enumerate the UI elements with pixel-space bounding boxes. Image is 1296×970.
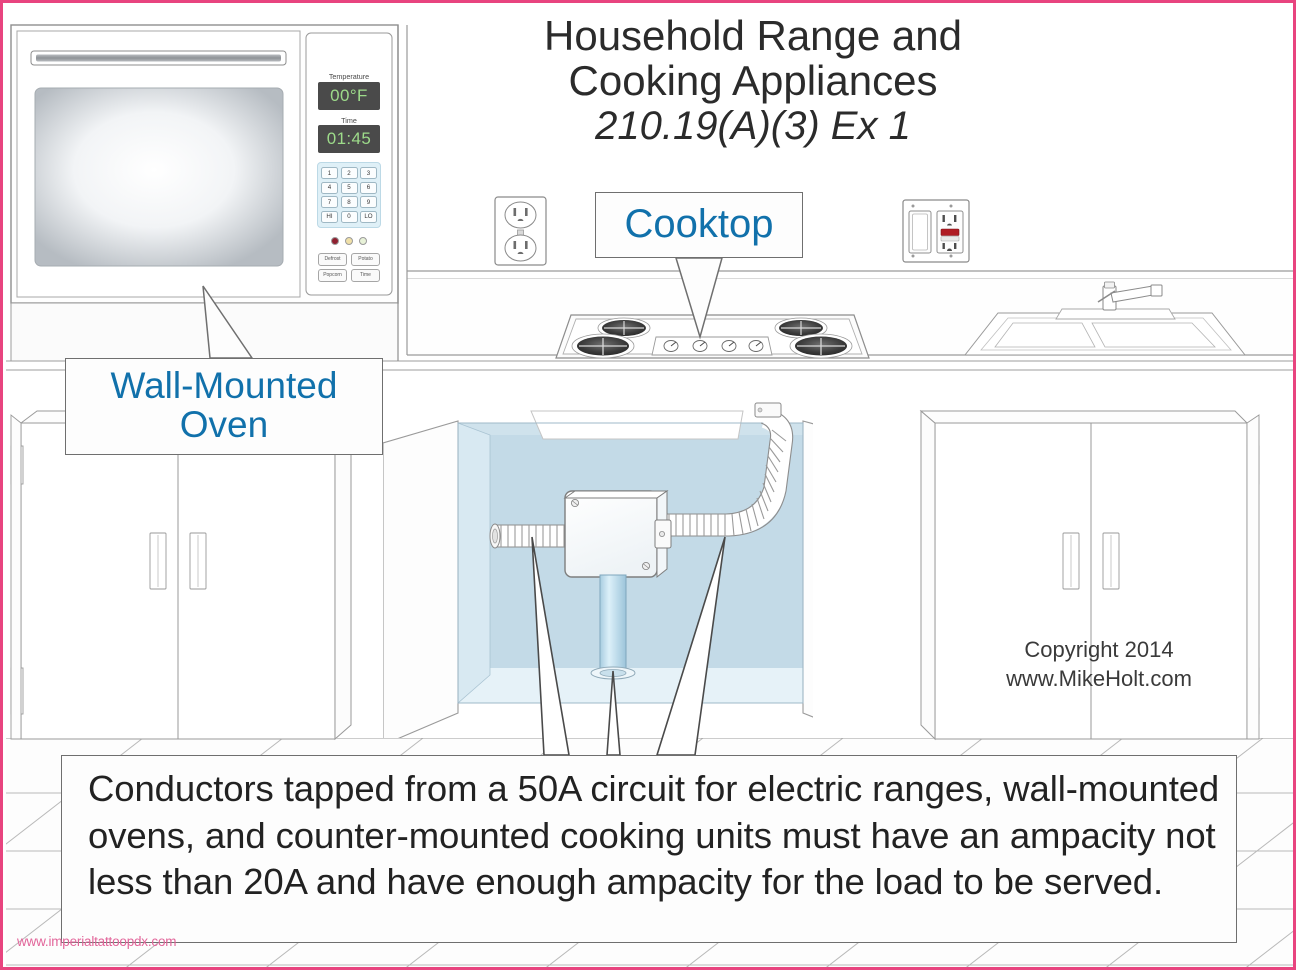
keypad-key-8[interactable]: 8 [340,196,358,209]
indicator-lights [309,236,389,245]
function-button-defrost[interactable]: Defrost [318,252,347,266]
function-button-time[interactable]: Time [351,268,380,282]
title-line-1: Household Range and [544,12,962,59]
switch-gfci-plate-artwork [902,199,970,263]
copyright-year: Copyright 2014 [1024,637,1174,662]
watermark: www.imperialtattoopdx.com [17,934,177,949]
keypad-key-9[interactable]: 9 [360,196,377,209]
electrical-rough-in-artwork [489,402,794,680]
keypad-key-lo[interactable]: LO [360,210,377,223]
callout-oven-text: Wall-Mounted Oven [110,365,338,446]
keypad-key-hi[interactable]: HI [321,210,338,223]
callout-wall-mounted-oven: Wall-Mounted Oven [65,358,383,455]
keypad-key-5[interactable]: 5 [340,181,358,194]
left-flex-conduit [489,523,568,549]
function-button-popcorn[interactable]: Popcorn [318,268,347,282]
callout-cooktop: Cooktop [595,192,803,258]
keypad-key-6[interactable]: 6 [360,181,377,194]
indicator-light-1 [331,236,339,245]
open-sink-cabinet-artwork [383,410,813,738]
code-rule-caption: Conductors tapped from a 50A circuit for… [61,755,1237,943]
duplex-receptacle-artwork [494,196,547,266]
indicator-light-2 [345,236,353,245]
caption-leader-lines [531,536,726,756]
left-base-cabinet-artwork [10,410,353,741]
down-conduit [590,574,636,680]
time-group: Time 01:45 [309,110,389,154]
temperature-display: 00°F [318,81,380,110]
function-button-potato[interactable]: Potato [351,252,380,266]
copyright-block: Copyright 2014 www.MikeHolt.com [963,635,1235,693]
callout-oven-line-2: Oven [179,403,269,445]
junction-box [563,490,672,579]
keypad-key-7[interactable]: 7 [321,196,338,209]
cooktop-artwork [555,314,870,359]
keypad-key-2[interactable]: 2 [340,167,358,180]
title-line-2: Cooking Appliances [568,57,938,105]
page-title: Household Range and Cooking Appliances 2… [473,13,1033,149]
temperature-label: Temperature [328,72,370,81]
copyright-website: www.MikeHolt.com [1006,666,1192,692]
callout-oven-line-1: Wall-Mounted [110,365,338,407]
keypad-key-0[interactable]: 0 [340,210,358,223]
right-flex-conduit [663,402,794,537]
keypad-key-4[interactable]: 4 [321,181,338,194]
time-display: 01:45 [318,125,380,154]
right-base-cabinet-artwork [919,409,1260,741]
keypad-key-1[interactable]: 1 [321,167,338,180]
keypad-key-3[interactable]: 3 [360,167,377,180]
temperature-group: Temperature 00°F [309,61,389,110]
wall-oven-unit [10,24,399,362]
callout-cooktop-label: Cooktop [624,202,774,247]
indicator-light-3 [359,236,367,245]
title-code-reference: 210.19(A)(3) Ex 1 [595,103,911,148]
time-label: Time [341,115,357,125]
sink-artwork [963,281,1247,356]
